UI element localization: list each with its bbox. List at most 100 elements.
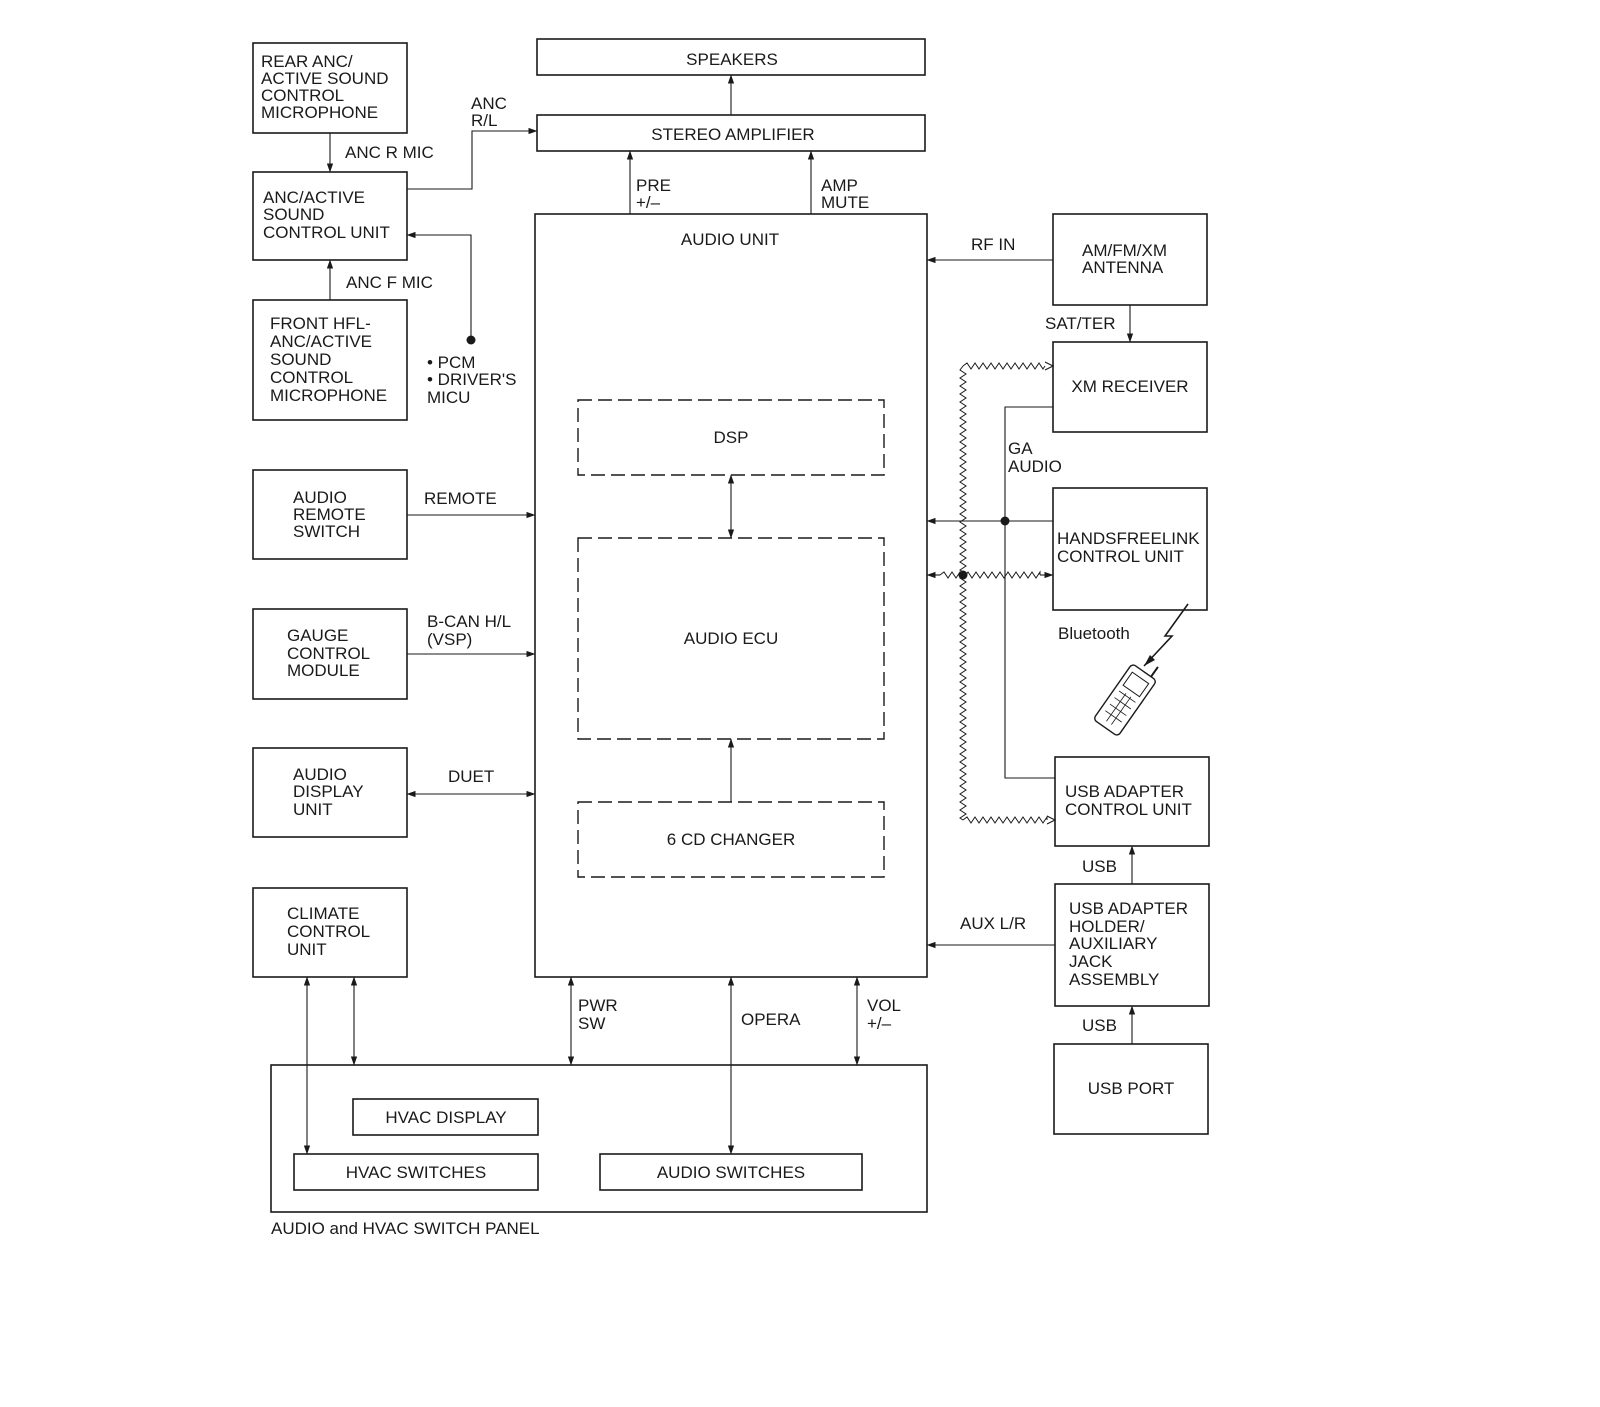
front-hfl-microphone-box: FRONT HFL- ANC/ACTIVE SOUND CONTROL MICR… xyxy=(252,299,408,421)
audio-ecu-label: AUDIO ECU xyxy=(684,629,778,648)
usb-holder-label-1: USB ADAPTER xyxy=(1069,899,1188,918)
handsfreelink-control-unit-box: HANDSFREELINK CONTROL UNIT xyxy=(1052,487,1208,611)
audio-remote-switch-box: AUDIO REMOTE SWITCH xyxy=(252,469,408,560)
audio-switches-box: AUDIO SWITCHES xyxy=(599,1153,863,1191)
speakers-box: SPEAKERS xyxy=(536,38,926,76)
pcm-micu-junction xyxy=(466,335,476,345)
usb-holder-label-3: AUXILIARY xyxy=(1069,934,1158,953)
amp-mute-signal-2: MUTE xyxy=(821,193,869,212)
anc-f-mic-signal: ANC F MIC xyxy=(346,273,433,292)
usb-holder-label-5: ASSEMBLY xyxy=(1069,970,1159,989)
climate-label-3: UNIT xyxy=(287,940,327,959)
usb-signal-2: USB xyxy=(1082,1016,1117,1035)
usb-holder-label-4: JACK xyxy=(1069,952,1113,971)
usb-adapter-control-label-2: CONTROL UNIT xyxy=(1065,800,1192,819)
pcm-micu-connector xyxy=(406,231,472,340)
opera-signal: OPERA xyxy=(741,1010,801,1029)
climate-control-unit-box: CLIMATE CONTROL UNIT xyxy=(252,887,408,978)
amp-mute-signal-1: AMP xyxy=(821,176,858,195)
cd-changer-label: 6 CD CHANGER xyxy=(667,830,795,849)
usb-port-label: USB PORT xyxy=(1088,1079,1175,1098)
audio-remote-label-2: REMOTE xyxy=(293,505,366,524)
bluetooth-label: Bluetooth xyxy=(1058,624,1130,643)
pre-signal-2: +/– xyxy=(636,193,661,212)
pcm-signal-3: MICU xyxy=(427,388,470,407)
usb-adapter-holder-box: USB ADAPTER HOLDER/ AUXILIARY JACK ASSEM… xyxy=(1054,883,1210,1007)
front-hfl-label-2: ANC/ACTIVE xyxy=(270,332,372,351)
audio-display-unit-box: AUDIO DISPLAY UNIT xyxy=(252,747,408,838)
front-hfl-label-1: FRONT HFL- xyxy=(270,314,371,333)
anc-rl-signal-2: R/L xyxy=(471,111,497,130)
audio-unit-label: AUDIO UNIT xyxy=(681,230,779,249)
rf-in-signal: RF IN xyxy=(971,235,1015,254)
bcan-signal-2: (VSP) xyxy=(427,630,472,649)
audio-display-label-3: UNIT xyxy=(293,800,333,819)
anc-unit-label-3: CONTROL UNIT xyxy=(263,223,390,242)
speakers-label: SPEAKERS xyxy=(686,50,778,69)
front-hfl-label-4: CONTROL xyxy=(270,368,353,387)
rear-anc-microphone-box: REAR ANC/ ACTIVE SOUND CONTROL MICROPHON… xyxy=(252,42,408,134)
vol-signal-2: +/– xyxy=(867,1014,892,1033)
pcm-signal-1: • PCM xyxy=(427,353,475,372)
am-fm-xm-antenna-box: AM/FM/XM ANTENNA xyxy=(1052,213,1208,306)
xm-receiver-box: XM RECEIVER xyxy=(1052,341,1208,433)
cd-changer-box: 6 CD CHANGER xyxy=(577,801,885,878)
dsp-label: DSP xyxy=(714,428,749,447)
ga-audio-signal-2: AUDIO xyxy=(1008,457,1062,476)
duet-signal: DUET xyxy=(448,767,494,786)
audio-switches-label: AUDIO SWITCHES xyxy=(657,1163,805,1182)
antenna-label-1: AM/FM/XM xyxy=(1082,241,1167,260)
usb-signal-1: USB xyxy=(1082,857,1117,876)
hvac-switches-box: HVAC SWITCHES xyxy=(293,1153,539,1191)
bluetooth-phone-icon xyxy=(1094,603,1189,736)
shielded-data-bus xyxy=(926,361,1057,825)
handsfreelink-label-2: CONTROL UNIT xyxy=(1057,547,1184,566)
front-hfl-label-3: SOUND xyxy=(270,350,331,369)
audio-ecu-box: AUDIO ECU xyxy=(577,537,885,740)
handsfreelink-label-1: HANDSFREELINK xyxy=(1057,529,1200,548)
gauge-control-module-box: GAUGE CONTROL MODULE xyxy=(252,608,408,700)
bcan-signal-1: B-CAN H/L xyxy=(427,612,511,631)
front-hfl-label-5: MICROPHONE xyxy=(270,386,387,405)
aux-lr-signal: AUX L/R xyxy=(960,914,1026,933)
rear-anc-mic-label-3: CONTROL xyxy=(261,86,344,105)
pwr-sw-signal-1: PWR xyxy=(578,996,618,1015)
anc-rl-connector xyxy=(407,127,538,190)
anc-unit-label-2: SOUND xyxy=(263,205,324,224)
usb-adapter-control-unit-box: USB ADAPTER CONTROL UNIT xyxy=(1054,756,1210,847)
gauge-label-2: CONTROL xyxy=(287,644,370,663)
ga-audio-signal-1: GA xyxy=(1008,439,1033,458)
audio-remote-label-3: SWITCH xyxy=(293,522,360,541)
usb-port-box: USB PORT xyxy=(1053,1043,1209,1135)
dsp-box: DSP xyxy=(577,399,885,476)
ga-audio-junction xyxy=(1000,516,1010,526)
rear-anc-mic-label-4: MICROPHONE xyxy=(261,103,378,122)
climate-label-2: CONTROL xyxy=(287,922,370,941)
rear-anc-mic-label-2: ACTIVE SOUND xyxy=(261,69,389,88)
rear-anc-mic-label-1: REAR ANC/ xyxy=(261,52,353,71)
gauge-label-1: GAUGE xyxy=(287,626,348,645)
ga-audio-bus xyxy=(1004,406,1055,779)
audio-remote-label-1: AUDIO xyxy=(293,488,347,507)
anc-r-mic-signal: ANC R MIC xyxy=(345,143,434,162)
remote-signal: REMOTE xyxy=(424,489,497,508)
audio-display-label-1: AUDIO xyxy=(293,765,347,784)
vol-signal-1: VOL xyxy=(867,996,901,1015)
antenna-label-2: ANTENNA xyxy=(1082,258,1164,277)
anc-control-unit-box: ANC/ACTIVE SOUND CONTROL UNIT xyxy=(252,171,408,261)
gauge-label-3: MODULE xyxy=(287,661,360,680)
anc-rl-signal-1: ANC xyxy=(471,94,507,113)
hvac-display-label: HVAC DISPLAY xyxy=(385,1108,506,1127)
pre-signal-1: PRE xyxy=(636,176,671,195)
usb-holder-label-2: HOLDER/ xyxy=(1069,917,1145,936)
sat-ter-signal: SAT/TER xyxy=(1045,314,1116,333)
climate-label-1: CLIMATE xyxy=(287,904,359,923)
xm-receiver-label: XM RECEIVER xyxy=(1071,377,1188,396)
hvac-display-box: HVAC DISPLAY xyxy=(352,1098,539,1136)
usb-adapter-control-label-1: USB ADAPTER xyxy=(1065,782,1184,801)
stereo-amplifier-label: STEREO AMPLIFIER xyxy=(651,125,814,144)
switch-panel-caption: AUDIO and HVAC SWITCH PANEL xyxy=(271,1219,540,1238)
audio-display-label-2: DISPLAY xyxy=(293,782,364,801)
stereo-amplifier-box: STEREO AMPLIFIER xyxy=(536,114,926,152)
